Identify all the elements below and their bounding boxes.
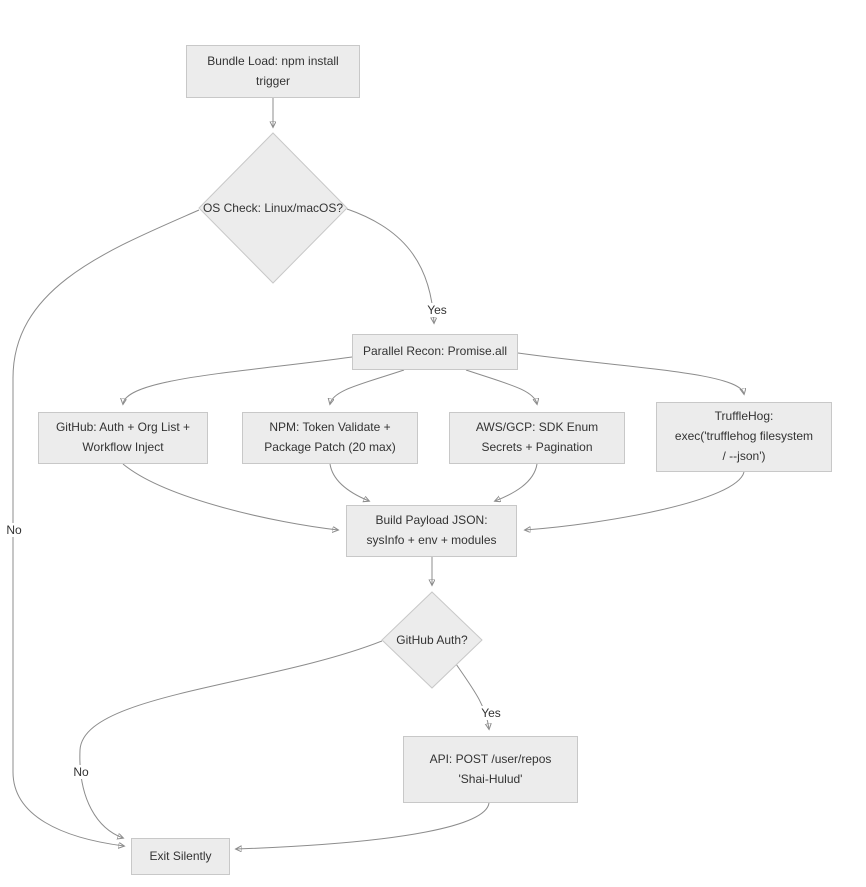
edge-github-to-payload	[122, 463, 338, 530]
edge-parallel-to-github	[123, 356, 353, 404]
node-trufflehog: TruffleHog: exec('trufflehog filesystem …	[656, 402, 832, 472]
node-line: exec('trufflehog filesystem	[674, 429, 814, 444]
node-line: TruffleHog:	[714, 409, 774, 424]
edge-parallel-to-npm	[330, 369, 405, 404]
node-api-post: API: POST /user/repos 'Shai-Hulud'	[403, 736, 578, 803]
node-line: Parallel Recon: Promise.all	[362, 344, 508, 359]
edge-api-to-exit	[236, 802, 490, 849]
edge-auth-no	[79, 640, 383, 838]
edge-trufflehog-to-payload	[525, 471, 745, 530]
node-line: Workflow Inject	[82, 440, 164, 454]
node-line: Build Payload JSON:	[375, 513, 488, 528]
node-parallel-recon: Parallel Recon: Promise.all	[352, 334, 518, 370]
edge-parallel-to-trufflehog	[517, 352, 744, 394]
node-line: trigger	[255, 73, 290, 88]
node-line: API: POST /user/repos	[429, 751, 552, 766]
edge-auth-yes	[455, 663, 489, 729]
node-line: NPM: Token Validate +	[269, 420, 391, 435]
node-exit-silently: Exit Silently	[131, 838, 230, 875]
edge-label-auth-yes: Yes	[479, 706, 503, 720]
edge-os-check-no	[12, 209, 200, 846]
node-line: Package Patch (20 max)	[264, 440, 396, 454]
edge-label-os-no: No	[4, 523, 24, 537]
edge-aws-to-payload	[495, 463, 538, 501]
node-bundle-load: Bundle Load: npm install trigger	[186, 45, 360, 98]
node-line: Exit Silently	[149, 848, 212, 863]
node-build-payload: Build Payload JSON: sysInfo + env + modu…	[346, 505, 517, 557]
node-line: Bundle Load: npm install	[207, 53, 339, 68]
node-aws-gcp-recon: AWS/GCP: SDK Enum Secrets + Pagination	[449, 412, 625, 464]
edge-os-check-yes	[346, 208, 434, 323]
edge-npm-to-payload	[329, 463, 369, 501]
edge-label-auth-no: No	[71, 765, 91, 779]
node-line: Secrets + Pagination	[481, 440, 593, 454]
edge-label-os-yes: Yes	[425, 303, 449, 317]
node-github-recon: GitHub: Auth + Org List + Workflow Injec…	[38, 412, 208, 464]
os-check-diamond	[198, 132, 348, 284]
node-line: sysInfo + env + modules	[366, 533, 497, 547]
github-auth-diamond	[381, 591, 483, 689]
edge-parallel-to-aws	[465, 369, 537, 404]
node-line: AWS/GCP: SDK Enum	[475, 420, 599, 435]
node-npm-recon: NPM: Token Validate + Package Patch (20 …	[242, 412, 418, 464]
node-line: GitHub: Auth + Org List +	[55, 420, 191, 435]
node-line: 'Shai-Hulud'	[458, 771, 523, 786]
node-os-check-label: OS Check: Linux/macOS?	[202, 201, 344, 215]
node-github-auth-label: GitHub Auth?	[396, 633, 468, 647]
node-line: / --json')	[722, 448, 766, 463]
